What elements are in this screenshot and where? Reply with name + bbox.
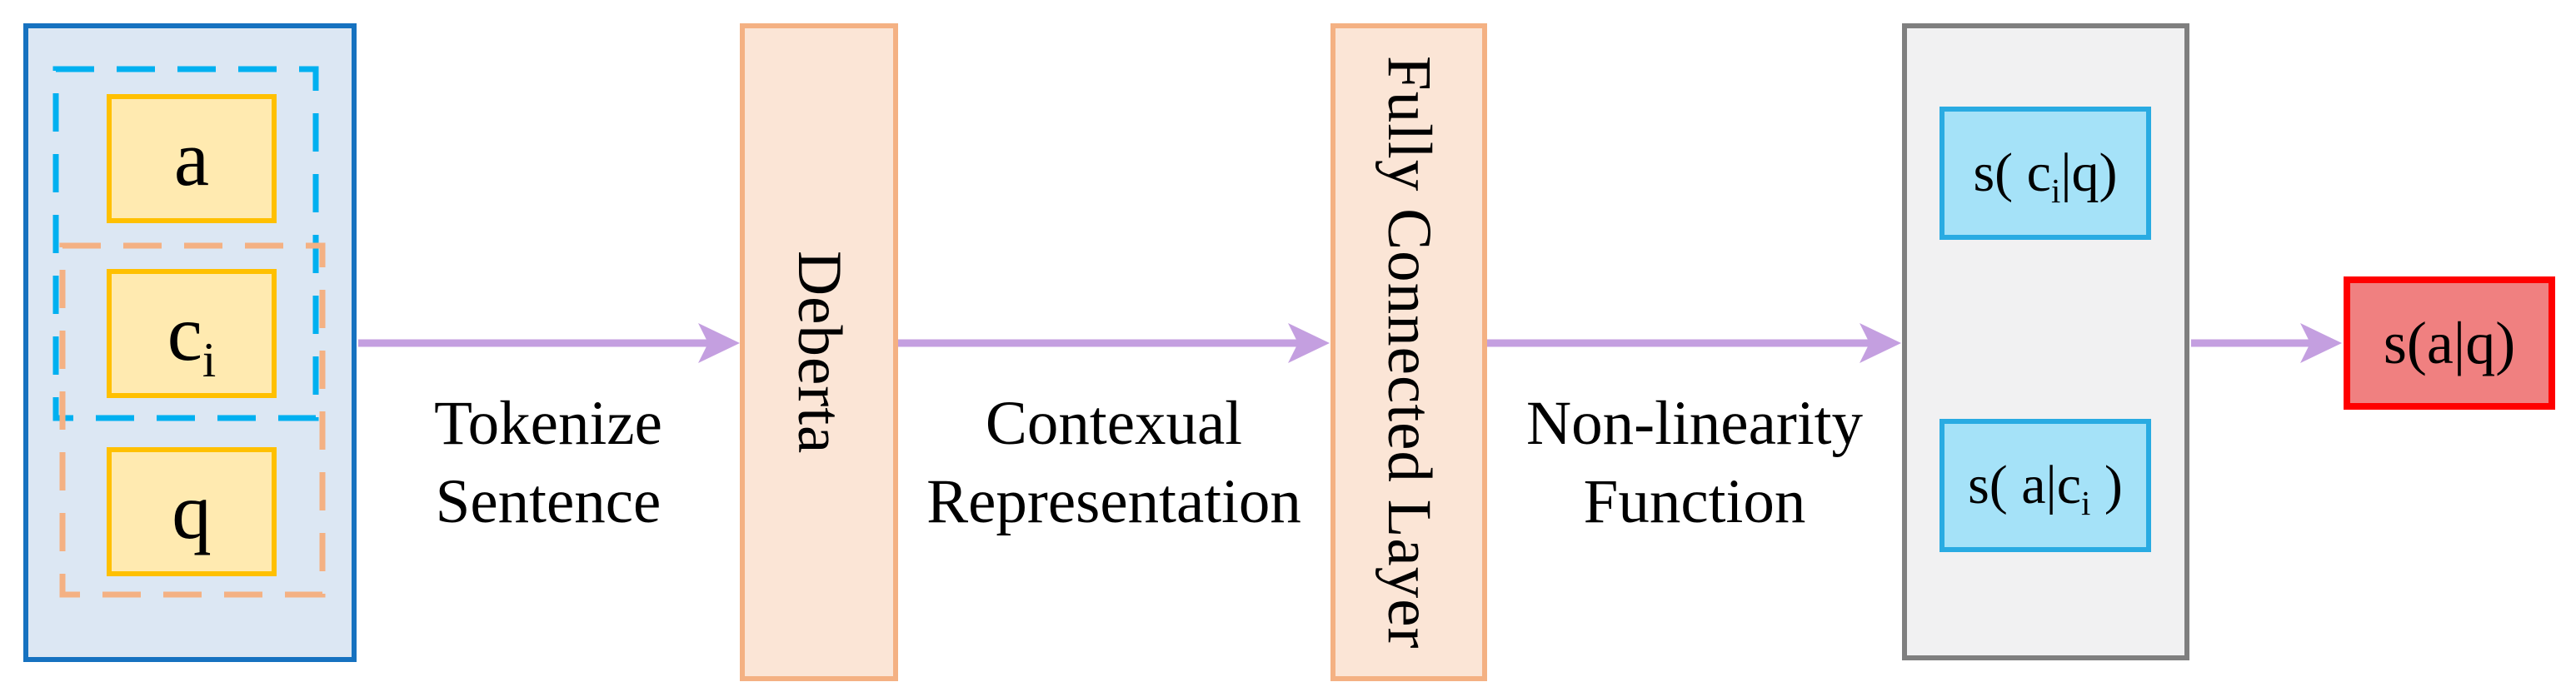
arrow-contextual <box>898 323 1330 363</box>
token-q-label: q <box>172 467 212 555</box>
label-contexual-representation: Contexual Representation <box>897 385 1330 541</box>
token-box-a: a <box>107 94 277 223</box>
score-box-ci-given-q: s( ci|q) <box>1939 107 2151 240</box>
output-label: s(a|q) <box>2383 310 2516 376</box>
label-line: Tokenize <box>434 389 662 458</box>
label-line: Sentence <box>435 467 661 536</box>
output-box-s-a-given-q: s(a|q) <box>2344 276 2555 410</box>
token-box-ci: ci <box>107 269 277 398</box>
label-line: Contexual <box>985 389 1243 458</box>
token-a-label: a <box>173 114 210 202</box>
label-tokenize-sentence: Tokenize Sentence <box>348 385 748 541</box>
stage-fc-label: Fully Connected Layer <box>1375 55 1444 650</box>
stage-deberta: Deberta <box>740 23 898 681</box>
stage-deberta-label: Deberta <box>785 250 854 455</box>
label-line: Representation <box>926 467 1301 536</box>
score-a-given-ci-label: s( a|ci ) <box>1968 455 2123 523</box>
score-ci-given-q-label: s( ci|q) <box>1973 142 2118 211</box>
token-box-q: q <box>107 447 277 576</box>
score-box-a-given-ci: s( a|ci ) <box>1939 419 2151 552</box>
label-line: Function <box>1583 467 1806 536</box>
label-nonlinearity-function: Non-linearity Function <box>1478 385 1911 541</box>
arrow-tokenize <box>358 323 740 363</box>
arrow-nonlinearity <box>1486 323 1901 363</box>
stage-fully-connected-layer: Fully Connected Layer <box>1330 23 1487 681</box>
label-line: Non-linearity <box>1525 389 1864 458</box>
token-ci-label: ci <box>167 289 217 387</box>
arrow-output <box>2191 323 2342 363</box>
